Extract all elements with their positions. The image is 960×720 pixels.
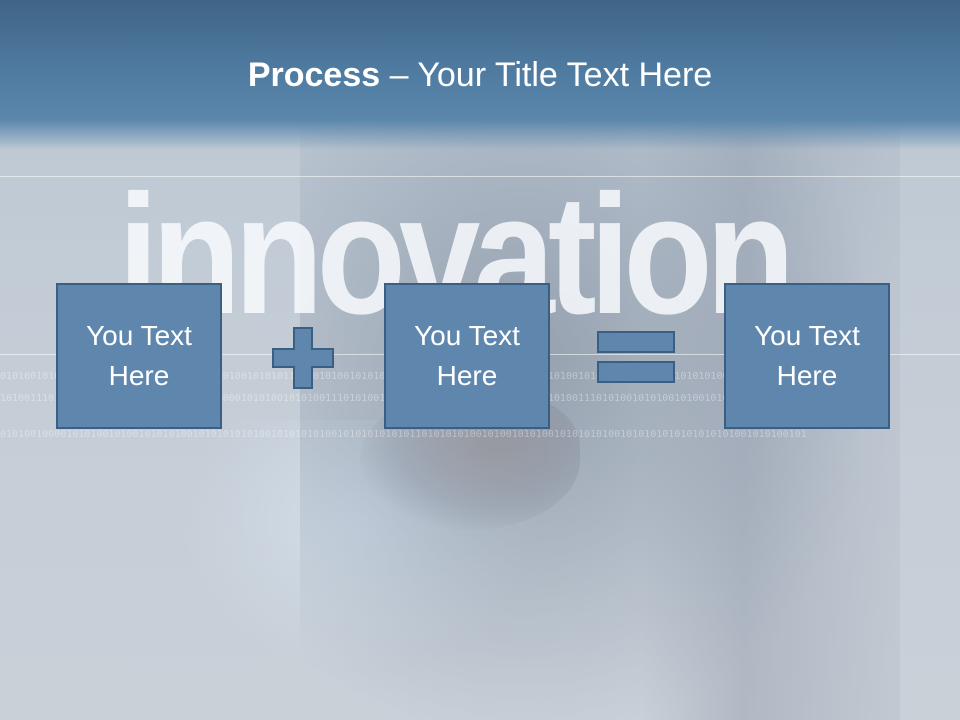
process-box-label: You Text Here [754, 320, 860, 391]
equals-icon [597, 331, 675, 383]
process-box-2[interactable]: You Text Here [384, 283, 550, 429]
process-box-1[interactable]: You Text Here [56, 283, 222, 429]
process-box-label: You Text Here [86, 320, 192, 391]
background-binary-row: 0101001000010101001010010101010010101010… [0, 429, 807, 440]
slide-title: Process – Your Title Text Here [0, 52, 960, 98]
title-bar [0, 0, 960, 150]
process-box-3[interactable]: You Text Here [724, 283, 890, 429]
process-box-label: You Text Here [414, 320, 520, 391]
title-rest: – Your Title Text Here [380, 56, 713, 94]
plus-icon [272, 327, 334, 389]
title-bold: Process [247, 56, 381, 94]
background-line [0, 176, 960, 177]
background-world-map [180, 420, 540, 670]
